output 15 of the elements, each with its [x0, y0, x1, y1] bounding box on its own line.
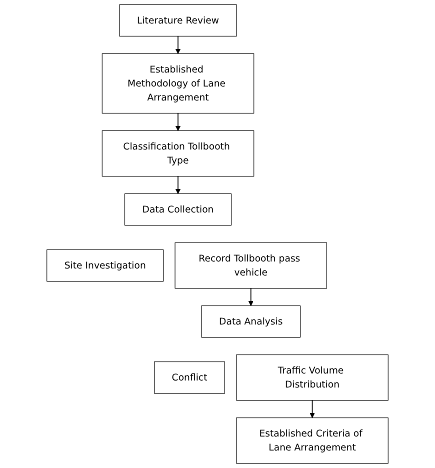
- node-box: Established Criteria of Lane Arrangement: [236, 418, 388, 464]
- node-box: Site Investigation: [46, 249, 164, 282]
- node-box: Traffic Volume Distribution: [236, 354, 388, 401]
- node-box: Conflict: [154, 362, 226, 394]
- arrow: [175, 176, 181, 194]
- arrow: [175, 36, 181, 54]
- node-box: Literature Review: [119, 4, 237, 36]
- node-box: Data Analysis: [201, 305, 301, 338]
- node-box: Established Methodology of Lane Arrangement: [102, 53, 254, 114]
- node-box: Record Tollbooth pass vehicle: [174, 242, 328, 289]
- arrow: [310, 400, 315, 418]
- node-box: Classification Tollbooth Type: [102, 130, 254, 177]
- node-box: Data Collection: [124, 193, 232, 226]
- arrow: [248, 288, 254, 306]
- arrow: [175, 112, 181, 131]
